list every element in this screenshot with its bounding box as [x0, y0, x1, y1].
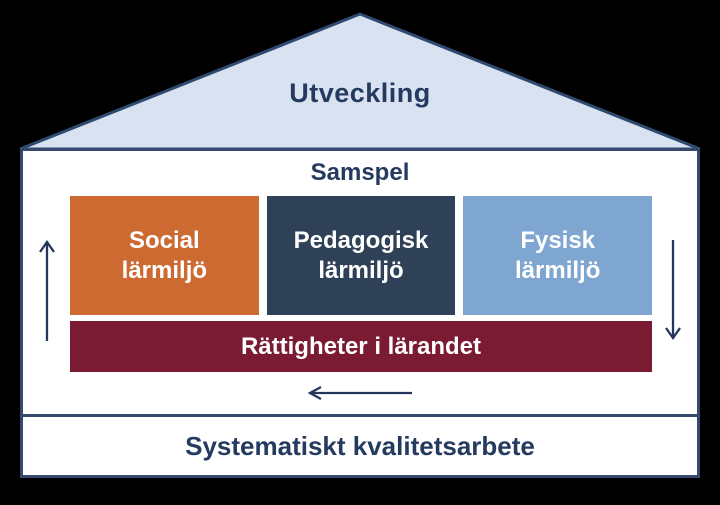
down-arrow-icon: [665, 240, 681, 341]
foundation-band: Systematiskt kvalitetsarbete: [23, 417, 697, 475]
foundation-divider: [20, 414, 700, 417]
left-arrow-icon: [307, 385, 412, 401]
up-arrow-icon: [39, 239, 55, 341]
box-pedagogisk-larmiljo: Pedagogisk lärmiljö: [266, 196, 456, 315]
roof-title: Utveckling: [289, 78, 431, 108]
box-fysisk-larmiljo: Fysisk lärmiljö: [463, 196, 653, 315]
box-social-larmiljo: Social lärmiljö: [70, 196, 259, 315]
environment-boxes: Social lärmiljö Pedagogisk lärmiljö Fysi…: [70, 196, 653, 315]
interior-title: Samspel: [310, 159, 410, 186]
rights-bar: Rättigheter i lärandet: [70, 321, 652, 372]
